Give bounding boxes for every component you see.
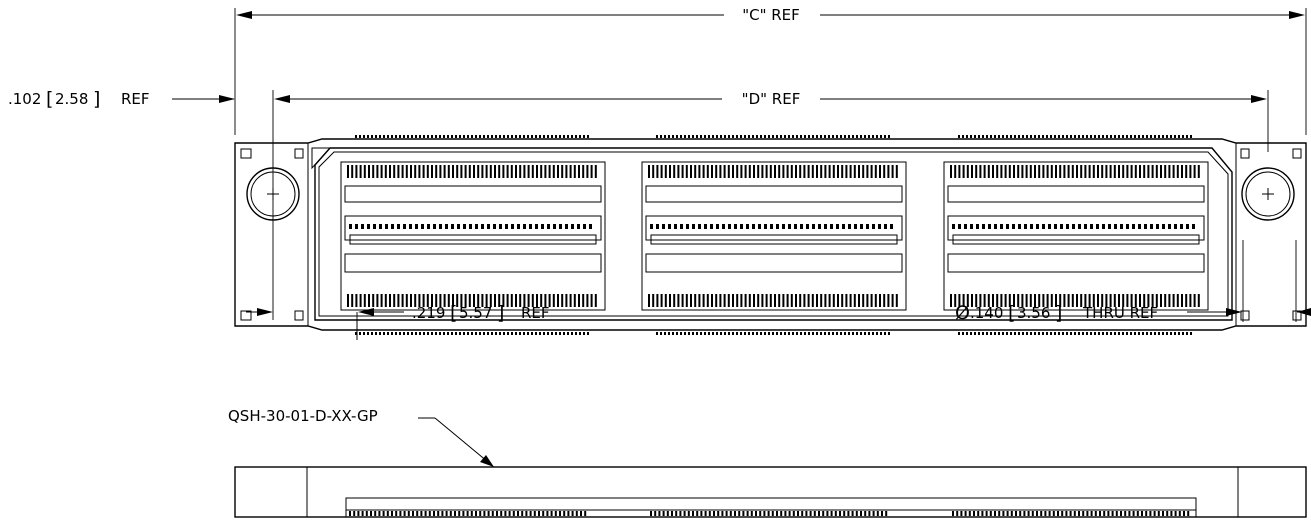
- connector-side-view: [234, 466, 1307, 518]
- dimension-contact-offset: .219 [ 5.57 ] REF: [356, 302, 550, 340]
- contact-offset-value: .219: [412, 304, 445, 322]
- part-number-label: QSH-30-01-D-XX-GP: [228, 407, 378, 425]
- svg-text:[: [: [1008, 302, 1015, 324]
- left-mounting-hole: [246, 167, 300, 221]
- connector-top-view: [234, 135, 1307, 335]
- svg-text:[: [: [450, 302, 457, 324]
- dimension-c-ref: "C" REF: [234, 6, 1307, 135]
- svg-text:]: ]: [93, 88, 100, 110]
- edge-offset-metric: 2.58: [55, 90, 88, 108]
- svg-text:[: [: [46, 88, 53, 110]
- dimension-left-edge: [246, 308, 273, 316]
- svg-text:]: ]: [497, 302, 504, 324]
- contact-bank-2: [641, 161, 907, 311]
- part-number-callout: QSH-30-01-D-XX-GP: [228, 407, 494, 467]
- edge-offset-suffix: REF: [121, 90, 150, 108]
- hole-diameter-metric: 3.56: [1017, 304, 1050, 322]
- right-mounting-hole: [1241, 167, 1295, 221]
- dimension-d-label: "D" REF: [742, 90, 801, 108]
- contact-offset-suffix: REF: [521, 304, 550, 322]
- edge-offset-value: .102: [8, 90, 41, 108]
- contact-bank-3: [943, 161, 1209, 311]
- contact-offset-metric: 5.57: [459, 304, 492, 322]
- dimension-edge-offset: .102 [ 2.58 ] REF: [8, 88, 235, 110]
- dimension-d-ref: "D" REF: [272, 90, 1269, 320]
- hole-diameter-suffix: THRU REF: [1082, 304, 1158, 322]
- svg-text:]: ]: [1055, 302, 1062, 324]
- hole-diameter-value: .140: [970, 304, 1003, 322]
- dimension-hole-diameter: Ø .140 [ 3.56 ] THRU REF: [955, 240, 1311, 324]
- dimension-c-label: "C" REF: [742, 6, 800, 24]
- contact-bank-1: [340, 161, 606, 311]
- diameter-symbol-icon: Ø: [955, 302, 970, 324]
